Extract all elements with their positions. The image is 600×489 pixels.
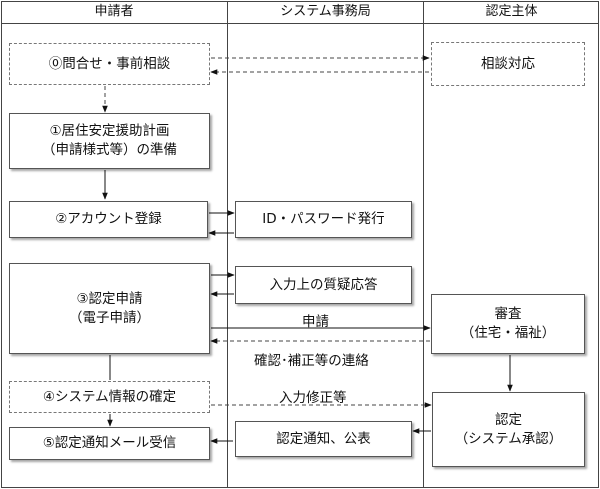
box-confirm: ④システム情報の確定 <box>9 381 210 413</box>
box-id-issue: ID・パスワード発行 <box>235 201 412 238</box>
box-mail: ⑤認定通知メール受信 <box>9 427 210 460</box>
box-application: ③認定申請 （電子申請） <box>9 263 210 354</box>
box-certification: 認定 （システム承認） <box>432 392 585 467</box>
lane-header-certifier: 認定主体 <box>485 4 538 19</box>
box-plan: ①居住安定援助計画 （申請様式等）の準備 <box>9 113 210 169</box>
box-qa: 入力上の質疑応答 <box>235 266 412 304</box>
header-row-divider <box>1 23 599 24</box>
box-inquiry: ⓪問合せ・事前相談 <box>9 43 210 85</box>
box-consultation: 相談対応 <box>431 42 585 86</box>
box-review: 審査 （住宅・福祉） <box>431 294 585 354</box>
lane-header-applicant: 申請者 <box>94 4 134 19</box>
label-contact: 確認･補正等の連絡 <box>254 353 369 369</box>
lane-header-secretariat: システム事務局 <box>280 4 371 19</box>
lane-divider-1 <box>227 1 228 488</box>
box-notice: 認定通知、公表 <box>235 421 412 457</box>
lane-divider-2 <box>423 1 424 488</box>
label-correction: 入力修正等 <box>279 390 347 406</box>
label-apply: 申請 <box>302 314 329 330</box>
box-account: ②アカウント登録 <box>9 201 208 238</box>
